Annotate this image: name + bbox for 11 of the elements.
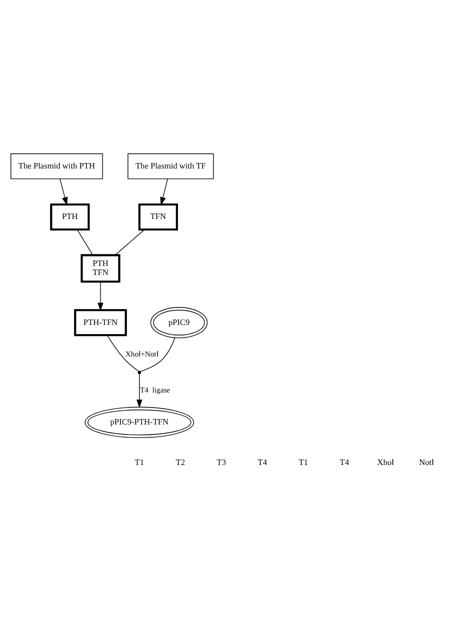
- connector: [107, 335, 140, 372]
- connector: [76, 229, 94, 256]
- arrow: [98, 281, 104, 312]
- edge-label: T4 ligase: [140, 385, 170, 394]
- arrow: [60, 178, 68, 206]
- node-point: [138, 370, 141, 374]
- connector: [140, 337, 176, 372]
- connector: [114, 229, 145, 256]
- arrow: [136, 374, 142, 408]
- arrow: [160, 178, 168, 206]
- edge-label: XhoⅠ+NotⅠ: [125, 350, 158, 359]
